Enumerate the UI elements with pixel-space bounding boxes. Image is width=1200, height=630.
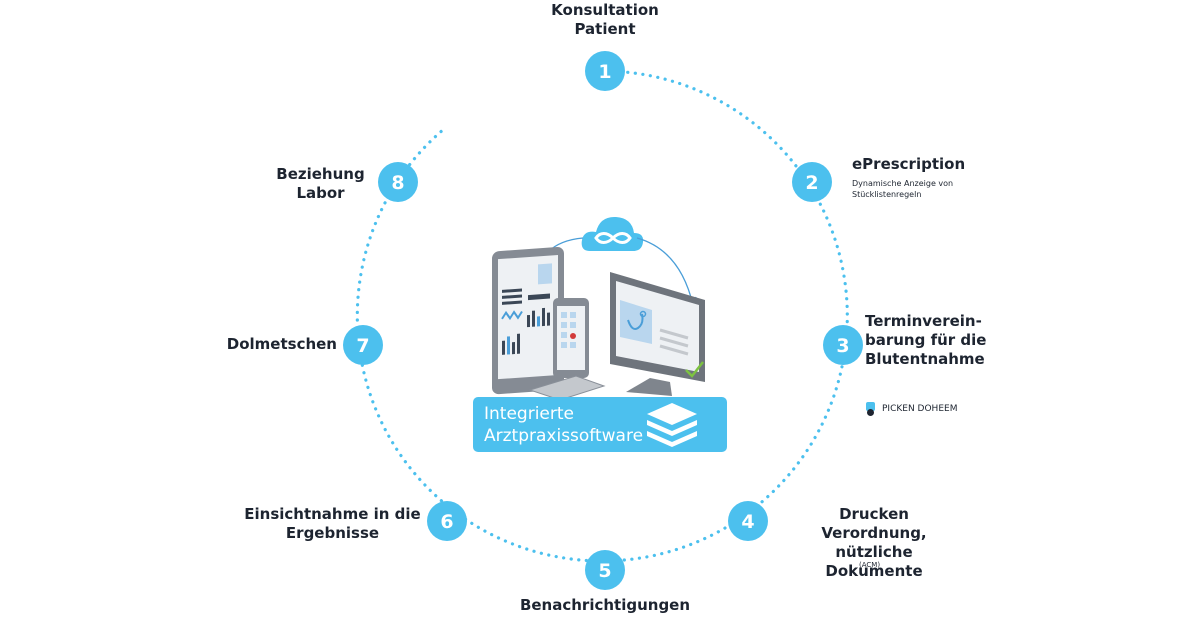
tablet-icon — [492, 247, 564, 395]
step-node-8: 8 — [378, 162, 418, 202]
step-label-4: Drucken Verordnung, nützliche Dokumente — [821, 505, 927, 580]
step-number-6: 6 — [440, 511, 453, 533]
step-label-3: Terminverein- barung für die Blutentnahm… — [865, 312, 987, 368]
step-number-5: 5 — [598, 560, 611, 582]
cycle-dotted-path — [355, 69, 849, 563]
cloud-infinity-icon — [581, 216, 644, 251]
keyboard-icon — [528, 375, 606, 401]
monitor-icon — [610, 272, 705, 396]
checkmark-icon — [685, 361, 704, 378]
step-label-8: Beziehung Labor — [276, 165, 365, 202]
step-number-3: 3 — [836, 335, 849, 357]
sync-arrow — [636, 237, 694, 306]
stacked-layers-icon — [647, 403, 697, 447]
step-number-1: 1 — [598, 61, 611, 83]
step-label-2: ePrescription — [852, 155, 966, 173]
step-subtitle-2: Dynamische Anzeige von Stücklistenregeln — [852, 179, 954, 199]
step-node-4: 4 — [728, 501, 768, 541]
banner-title: Integrierte Arztpraxissoftware — [484, 404, 644, 446]
partner-mark-icon — [866, 402, 875, 416]
step-label-1: Konsultation Patient — [551, 1, 659, 38]
step-node-3: 3 — [823, 325, 863, 365]
step-node-2: 2 — [792, 162, 832, 202]
step-number-2: 2 — [805, 172, 818, 194]
step-node-5: 5 — [585, 550, 625, 590]
partner-name: PICKEN DOHEEM — [882, 404, 958, 414]
step-node-1: 1 — [585, 51, 625, 91]
step-label-7: Dolmetschen — [226, 335, 337, 353]
partner-logo: PICKEN DOHEEM — [866, 402, 957, 416]
step-label-6: Einsichtnahme in die Ergebnisse — [244, 505, 421, 542]
smartphone-icon — [553, 298, 589, 378]
step-label-5: Benachrichtigungen — [519, 596, 691, 614]
step-number-8: 8 — [391, 172, 404, 194]
step-node-7: 7 — [343, 325, 383, 365]
step-number-4: 4 — [741, 511, 754, 533]
step-number-7: 7 — [356, 335, 369, 357]
step-note-4: (ACM) — [859, 561, 881, 569]
step-node-6: 6 — [427, 501, 467, 541]
